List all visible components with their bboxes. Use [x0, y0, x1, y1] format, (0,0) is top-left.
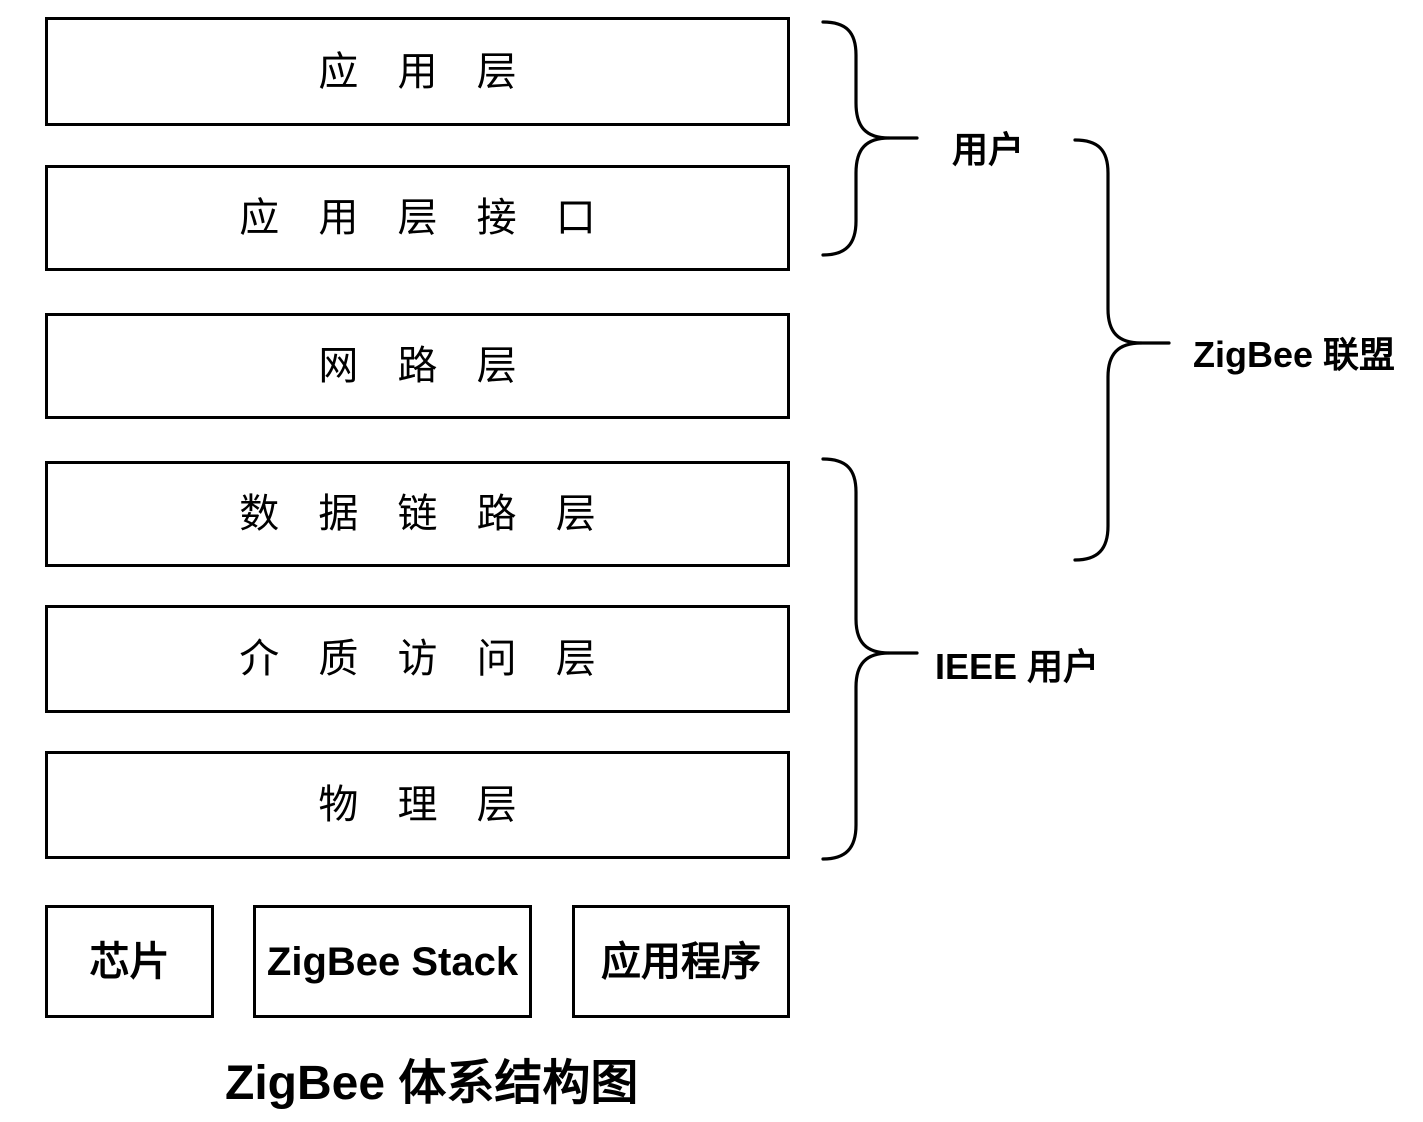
legend-box-chip: 芯片	[45, 905, 214, 1018]
layer-label-application-interface: 应 用 层 接 口	[239, 196, 610, 240]
layer-label-application: 应 用 层	[318, 49, 531, 94]
layer-label-medium-access: 介 质 访 问 层	[239, 637, 610, 681]
layer-box-data-link: 数 据 链 路 层	[45, 461, 790, 567]
layer-box-physical: 物 理 层	[45, 751, 790, 859]
brace-ieee-user	[821, 457, 919, 861]
layer-box-application: 应 用 层	[45, 17, 790, 126]
layer-label-network: 网 路 层	[318, 344, 531, 388]
legend-box-application-program: 应用程序	[572, 905, 790, 1018]
diagram-title: ZigBee 体系结构图	[225, 1057, 639, 1110]
brace-user	[821, 20, 919, 257]
brace-zigbee-alliance	[1073, 138, 1171, 562]
legend-box-zigbee-stack: ZigBee Stack	[253, 905, 532, 1018]
group-label-zigbee-alliance: ZigBee 联盟	[1193, 334, 1396, 375]
layer-box-medium-access: 介 质 访 问 层	[45, 605, 790, 713]
layer-box-application-interface: 应 用 层 接 口	[45, 165, 790, 271]
group-label-user: 用户	[952, 129, 1025, 170]
layer-label-physical: 物 理 层	[318, 783, 531, 827]
legend-label-zigbee-stack: ZigBee Stack	[266, 939, 519, 984]
legend-label-chip: 芯片	[89, 939, 170, 984]
layer-box-network: 网 路 层	[45, 313, 790, 419]
legend-label-application-program: 应用程序	[601, 939, 761, 984]
group-label-ieee-user: IEEE 用户	[935, 646, 1100, 687]
layer-label-data-link: 数 据 链 路 层	[239, 492, 610, 536]
